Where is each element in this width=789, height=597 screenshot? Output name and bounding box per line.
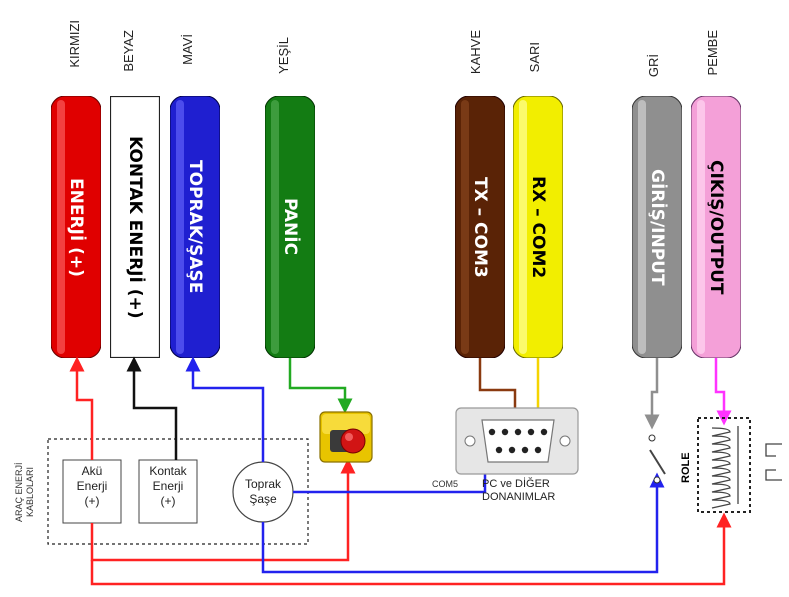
db9-pin — [540, 428, 548, 436]
ignition-box-label: Kontak Enerji (+) — [139, 464, 197, 509]
wire-tube-red: ENERJİ (+) — [50, 95, 102, 359]
panic-button-knob — [340, 428, 366, 454]
db9-pin — [514, 428, 522, 436]
com5-label: COM5 — [432, 479, 459, 489]
battery-line2: Enerji — [76, 479, 108, 493]
switch-lever — [649, 449, 666, 475]
pc-line1: PC ve DİĞER — [482, 478, 550, 490]
switch-terminal-top — [648, 434, 656, 442]
battery-box-label: Akü Enerji (+) — [63, 464, 121, 509]
battery-box — [62, 459, 122, 524]
relay-frame — [697, 417, 751, 513]
db9-shell — [481, 419, 555, 463]
panic-button-front — [322, 414, 370, 434]
vehicle-group-label-line1: ARAÇ ENERJİ — [14, 462, 24, 522]
wire-label-energy: ENERJİ (+) — [66, 177, 86, 277]
battery-line3: (+) — [84, 494, 100, 508]
wire-tube-green: PANİC — [264, 95, 316, 359]
ground-circle-label: Toprak Şaşe — [233, 477, 293, 507]
tube-label-box: TOPRAK/ŞAŞE — [170, 96, 220, 358]
db9-pin — [534, 446, 542, 454]
tube-shape — [109, 95, 161, 359]
tube-label-box: TX – COM3 — [455, 96, 505, 358]
ground-line2: Şaşe — [249, 492, 277, 506]
ignition-line2: Enerji — [152, 479, 184, 493]
tube-label-box: GİRİŞ/INPUT — [632, 96, 682, 358]
db9-pin — [488, 428, 496, 436]
black-wire-ignition — [126, 356, 178, 460]
db9-pin — [501, 428, 509, 436]
tube-label-box: RX – COM2 — [513, 96, 563, 358]
tube-shine — [176, 100, 184, 354]
tube-label-box: KONTAK ENERJİ (+) — [110, 96, 160, 358]
tube-shine — [57, 100, 65, 354]
red-wire-relay — [90, 512, 732, 586]
tube-shape — [50, 95, 102, 359]
switch-terminal-bottom — [653, 476, 661, 484]
wire-tube-blue: TOPRAK/ŞAŞE — [169, 95, 221, 359]
tube-shine — [461, 100, 469, 354]
db9-mount-hole-left — [464, 435, 476, 447]
relay-contact-top — [765, 443, 782, 457]
brown-wire-tx — [478, 358, 523, 432]
wire-label-panic: PANİC — [280, 198, 300, 256]
db9-pin — [495, 446, 503, 454]
tube-shape — [631, 95, 683, 359]
wire-tube-yellow: RX – COM2 — [512, 95, 564, 359]
red-wire-energy — [69, 356, 94, 460]
tube-shape — [169, 95, 221, 359]
wire-label-ground: TOPRAK/ŞAŞE — [185, 160, 205, 294]
red-wire-panic — [90, 458, 356, 562]
tube-label-box: ENERJİ (+) — [51, 96, 101, 358]
blue-wire-ground — [185, 356, 265, 462]
vehicle-group-label-line2: KABLOLARI — [25, 466, 35, 518]
db9-connector-icon — [455, 407, 579, 475]
relay-coil — [711, 427, 731, 509]
relay-icon — [697, 417, 782, 513]
blue-wire-switch — [261, 472, 665, 574]
relay-contact-bottom — [765, 469, 782, 481]
tube-label-box: ÇIKIŞ/OUTPUT — [691, 96, 741, 358]
db9-pin — [527, 428, 535, 436]
tube-label-box: PANİC — [265, 96, 315, 358]
db9-pin — [521, 446, 529, 454]
tube-shine — [271, 100, 279, 354]
panic-button-icon — [319, 411, 373, 463]
ignition-line1: Kontak — [149, 464, 187, 478]
tube-shape — [454, 95, 506, 359]
pc-line2: DONANIMLAR — [482, 491, 556, 503]
relay-label: ROLE — [680, 452, 692, 484]
wire-tube-white: KONTAK ENERJİ (+) — [109, 95, 161, 359]
vehicle-group-label: ARAÇ ENERJİ KABLOLARI — [14, 442, 46, 542]
magenta-wire-output — [714, 358, 732, 426]
tube-shine — [638, 100, 646, 354]
wire-label-tx: TX – COM3 — [470, 176, 490, 278]
wire-label-ignition: KONTAK ENERJİ (+) — [125, 135, 145, 319]
tube-shine — [697, 100, 705, 354]
wire-label-input: GİRİŞ/INPUT — [647, 168, 667, 286]
pc-hardware-label: PC ve DİĞER DONANIMLAR — [482, 478, 592, 504]
green-wire-panic — [288, 358, 353, 414]
ignition-line3: (+) — [160, 494, 176, 508]
db9-mount-hole-right — [559, 435, 571, 447]
wire-tube-brown: TX – COM3 — [454, 95, 506, 359]
battery-line1: Akü — [81, 464, 103, 478]
wire-tube-gray: GİRİŞ/INPUT — [631, 95, 683, 359]
ignition-box — [138, 459, 198, 524]
tube-body — [109, 95, 161, 359]
panic-button-knob-highlight — [345, 433, 353, 441]
ground-line1: Toprak — [244, 477, 282, 491]
wire-label-rx: RX – COM2 — [528, 175, 548, 279]
db9-pin — [508, 446, 516, 454]
wire-label-output: ÇIKIŞ/OUTPUT — [706, 159, 726, 295]
tube-shine — [519, 100, 527, 354]
gray-wire-input — [644, 358, 660, 430]
